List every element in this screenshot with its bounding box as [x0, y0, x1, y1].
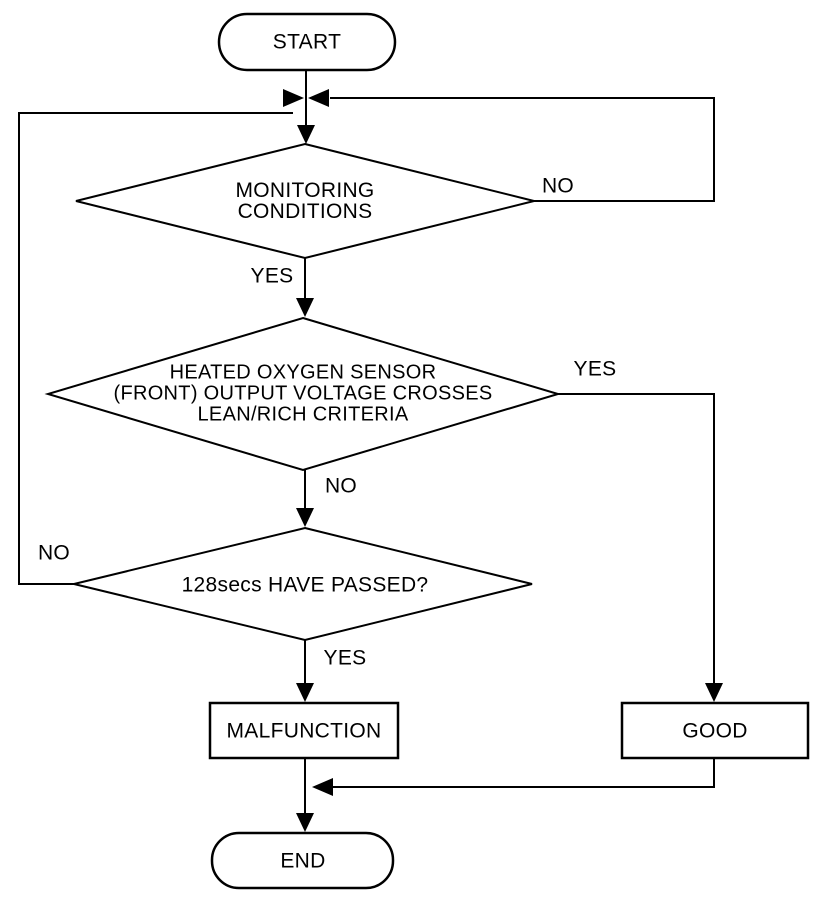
arrowheads: [283, 89, 723, 832]
arrowhead-merge-right: [308, 89, 329, 107]
connector-lines: [18, 70, 715, 822]
edge-timer-no-loop: [18, 112, 293, 585]
monitoring-decision-shape: [75, 142, 535, 260]
arrowhead-into-good: [705, 683, 723, 702]
edge-monitoring-no-loop: [330, 97, 715, 202]
edge-good-to-merge: [333, 758, 715, 788]
monitoring-label: MONITORING CONDITIONS: [235, 180, 374, 222]
good-label: GOOD: [682, 719, 748, 743]
monitoring-yes-label: YES: [250, 264, 294, 288]
monitoring-label-line2: CONDITIONS: [237, 200, 373, 223]
oxygen-decision-shape: [44, 316, 562, 472]
arrowhead-into-monitoring: [297, 125, 315, 144]
edge-oxygen-yes: [558, 393, 715, 692]
timer-label: 128secs HAVE PASSED?: [181, 573, 429, 597]
arrowhead-into-oxygen: [296, 298, 314, 317]
oxygen-label-line1: HEATED OXYGEN SENSOR: [169, 361, 437, 384]
monitoring-no-label: NO: [541, 174, 575, 198]
monitoring-label-line1: MONITORING: [235, 179, 375, 202]
oxygen-label-line2: (FRONT) OUTPUT VOLTAGE CROSSES: [113, 382, 493, 405]
arrowhead-merge-left: [283, 89, 304, 107]
arrowhead-into-timer: [296, 508, 314, 527]
timer-yes-label: YES: [323, 646, 367, 670]
malfunction-label: MALFUNCTION: [226, 719, 382, 743]
start-terminator-shape: [217, 12, 397, 72]
oxygen-label: HEATED OXYGEN SENSOR (FRONT) OUTPUT VOLT…: [113, 361, 493, 426]
oxygen-label-line3: LEAN/RICH CRITERIA: [197, 403, 409, 426]
start-label: START: [272, 30, 342, 54]
timer-no-label: NO: [37, 541, 71, 565]
arrowhead-into-malfunction: [296, 683, 314, 702]
timer-decision-shape: [73, 526, 533, 642]
arrowhead-into-end: [296, 813, 314, 832]
malfunction-process-shape: [208, 701, 400, 760]
end-terminator-shape: [210, 831, 395, 890]
good-process-shape: [620, 701, 810, 760]
node-shapes: [44, 12, 810, 890]
end-label: END: [280, 849, 326, 873]
oxygen-yes-label: YES: [573, 357, 617, 381]
oxygen-no-label: NO: [324, 474, 358, 498]
arrowhead-merge-bottom: [312, 778, 333, 796]
